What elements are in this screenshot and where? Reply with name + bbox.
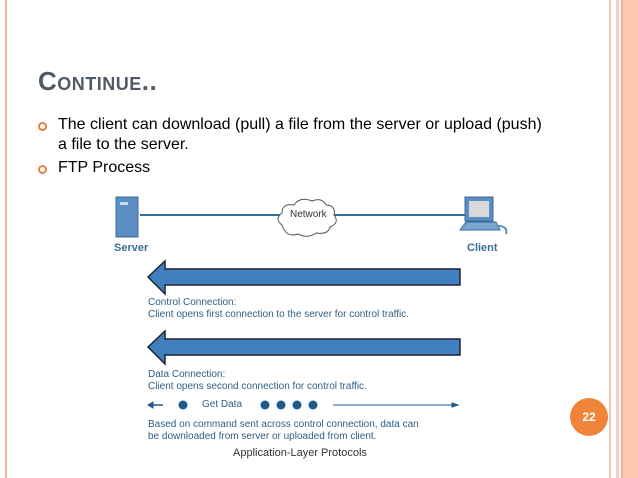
slide-footer: Application-Layer Protocols bbox=[233, 447, 367, 459]
diagram-note: Based on command sent across control con… bbox=[148, 419, 419, 430]
client-label: Client bbox=[467, 242, 498, 254]
network-label: Network bbox=[290, 209, 327, 220]
left-border bbox=[5, 0, 7, 478]
right-border-stripe bbox=[621, 0, 623, 478]
server-label: Server bbox=[114, 242, 149, 254]
bullet-text: The client can download (pull) a file fr… bbox=[58, 116, 542, 133]
page-number-badge: 22 bbox=[570, 398, 608, 436]
right-border-stripe bbox=[616, 0, 619, 478]
control-connection-desc: Client opens first connection to the ser… bbox=[148, 309, 410, 320]
data-connection-desc: Client opens second connection for contr… bbox=[148, 381, 367, 392]
bullet-text: a file to the server. bbox=[58, 136, 189, 153]
diagram-note: be downloaded from server or uploaded fr… bbox=[148, 431, 377, 442]
control-connection-arrow bbox=[146, 259, 461, 296]
right-border-stripe bbox=[609, 0, 611, 478]
client-computer-icon bbox=[459, 196, 508, 235]
control-connection-title: Control Connection: bbox=[148, 297, 237, 308]
bullet-text: FTP Process bbox=[58, 159, 151, 176]
slide-title: Continue.. bbox=[38, 66, 158, 96]
get-data-label: Get Data bbox=[202, 399, 243, 410]
bullet-icon bbox=[38, 165, 47, 174]
right-border-band bbox=[621, 0, 638, 478]
cloud-icon bbox=[277, 198, 337, 237]
data-connection-arrow bbox=[146, 329, 461, 366]
get-data-arrow bbox=[147, 400, 460, 410]
data-connection-title: Data Connection: bbox=[148, 369, 226, 380]
server-icon bbox=[115, 196, 139, 238]
bullet-icon bbox=[38, 122, 47, 131]
